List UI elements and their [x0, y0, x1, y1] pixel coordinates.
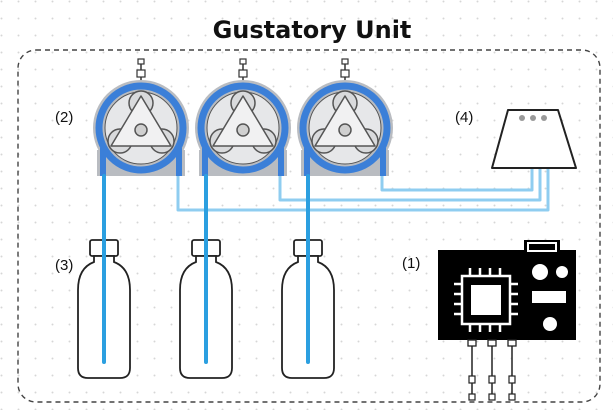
peristaltic-pumps — [93, 58, 393, 176]
board-hole-1 — [532, 264, 548, 280]
peristaltic-pump-3 — [297, 58, 393, 176]
board-hole-2 — [556, 266, 568, 278]
mouthpiece-nozzle-3 — [541, 115, 547, 121]
delivery-tubes — [176, 168, 550, 212]
delivery-tube-3 — [380, 168, 534, 192]
rotor-hub — [236, 123, 250, 137]
bottle-3 — [281, 174, 335, 379]
rotor-hub — [338, 123, 352, 137]
board-hole-3 — [543, 317, 557, 331]
board-pins — [467, 339, 517, 401]
diagram-title: Gustatory Unit — [213, 16, 412, 44]
mouthpiece-body — [491, 109, 577, 169]
mouthpiece — [491, 109, 577, 169]
label-mouthpiece: (4) — [455, 109, 473, 126]
mouthpiece-nozzle-1 — [519, 115, 525, 121]
unit-boundary-frame — [17, 49, 601, 403]
delivery-tube-2 — [278, 168, 542, 202]
mouthpiece-nozzle-2 — [530, 115, 536, 121]
chip-icon — [454, 268, 518, 332]
pump-tube-loop — [197, 82, 289, 174]
pump-rotor — [212, 95, 274, 147]
label-microcontroller: (1) — [402, 255, 420, 272]
pump-tube-loop — [299, 82, 391, 174]
board-component — [532, 291, 566, 303]
microcontroller-board — [438, 240, 576, 401]
peristaltic-pump-2 — [195, 58, 291, 176]
bottle-1 — [77, 174, 131, 379]
bottle-2 — [179, 174, 233, 379]
pump-rotor — [110, 95, 172, 147]
board-connector — [527, 242, 557, 252]
rotor-hub — [134, 123, 148, 137]
peristaltic-pump-1 — [93, 58, 189, 176]
label-bottles: (3) — [55, 257, 73, 274]
label-pumps: (2) — [55, 109, 73, 126]
liquid-bottles — [77, 174, 335, 379]
delivery-tube-1 — [176, 168, 550, 212]
pump-rotor — [314, 95, 376, 147]
pump-tube-loop — [95, 82, 187, 174]
